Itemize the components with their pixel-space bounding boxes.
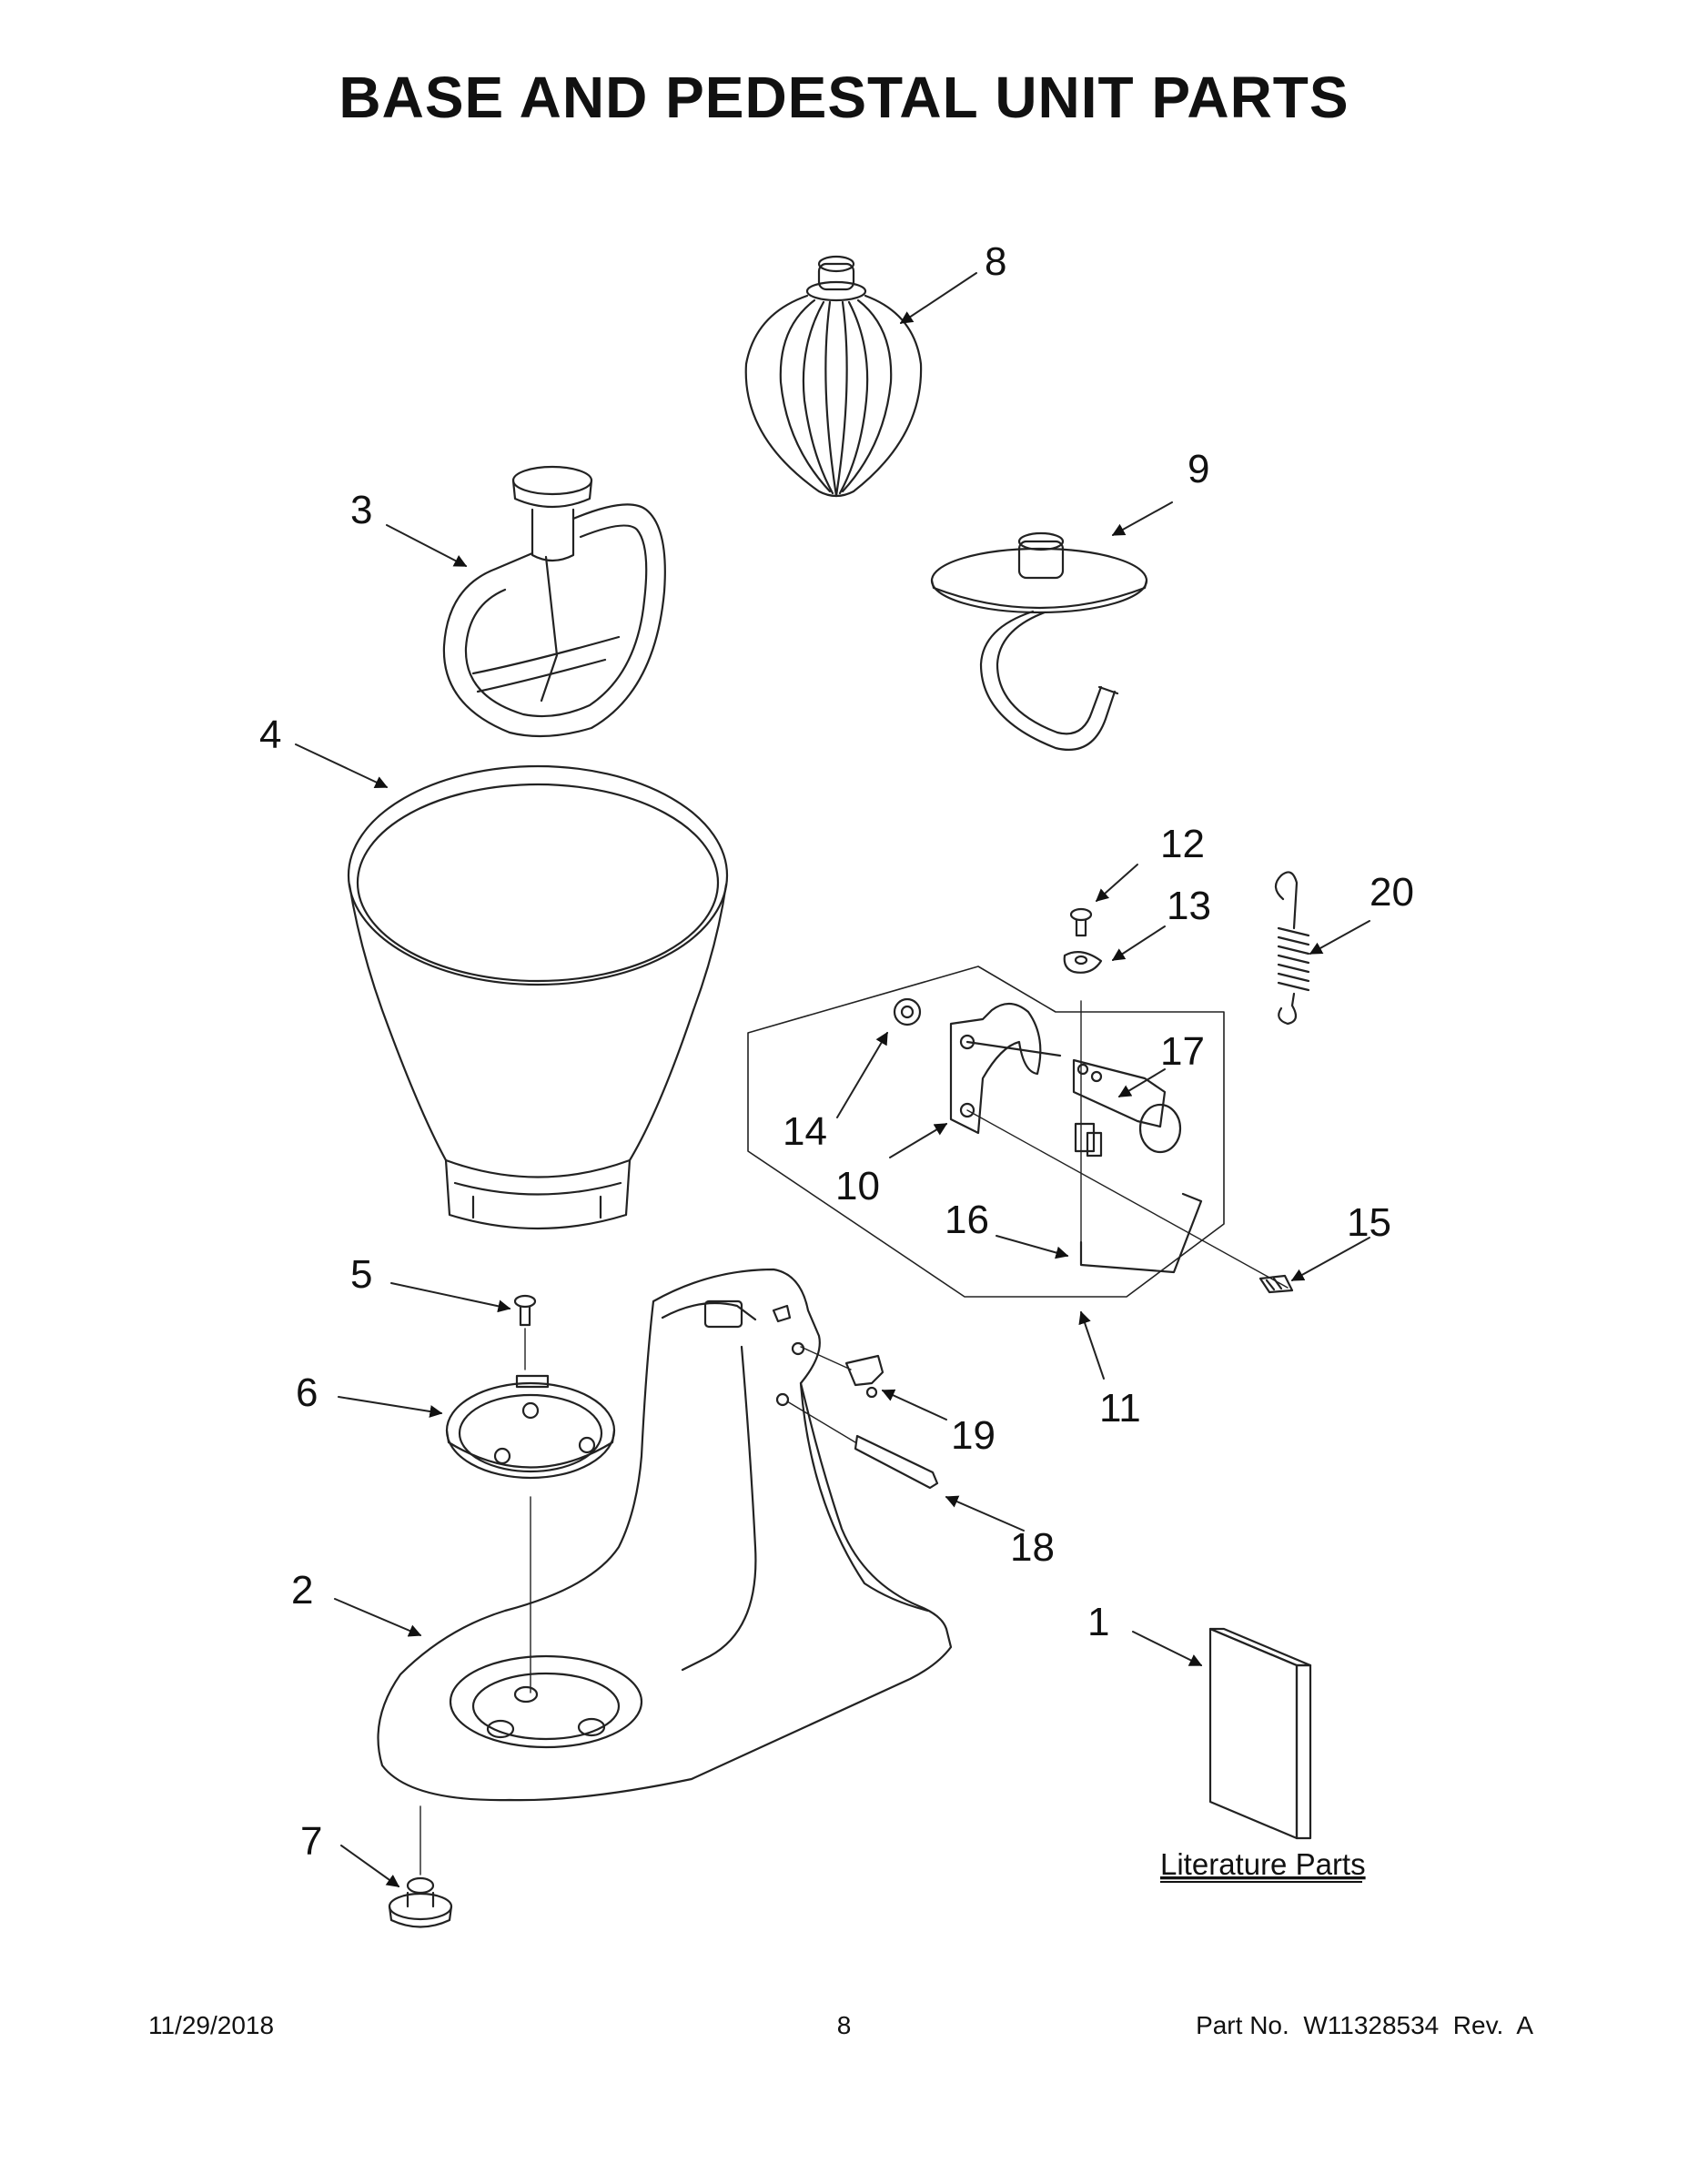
callout-2: 2 bbox=[291, 1568, 313, 1613]
callout-1: 1 bbox=[1087, 1600, 1109, 1644]
washer-13-part bbox=[1065, 952, 1101, 973]
callout-11: 11 bbox=[1099, 1386, 1141, 1431]
spring-20-part bbox=[1276, 872, 1309, 1024]
callout-10: 10 bbox=[835, 1164, 880, 1208]
footer-part-number: Part No. W11328534 Rev. A bbox=[1196, 2011, 1533, 2039]
callout-5: 5 bbox=[350, 1252, 372, 1297]
pedestal-base-part bbox=[379, 1269, 952, 1875]
arrow-12 bbox=[1095, 864, 1138, 902]
bowl-clamping-plate-part bbox=[447, 1376, 614, 1693]
arrow-13 bbox=[1111, 925, 1166, 961]
mixing-bowl-part bbox=[349, 766, 727, 1228]
callout-8: 8 bbox=[985, 239, 1006, 284]
arrow-8 bbox=[899, 272, 977, 324]
arrow-18 bbox=[945, 1495, 1025, 1532]
wire-whip-part bbox=[746, 257, 921, 496]
screw-12-part bbox=[1071, 909, 1091, 935]
literature-booklet-part bbox=[1210, 1629, 1310, 1838]
footer-date: 11/29/2018 bbox=[148, 2011, 275, 2039]
page-title: BASE AND PEDESTAL UNIT PARTS bbox=[339, 65, 1349, 130]
arrow-1 bbox=[1132, 1631, 1203, 1666]
arrow-7 bbox=[340, 1845, 400, 1887]
callout-6: 6 bbox=[296, 1370, 318, 1415]
dough-hook-part bbox=[932, 533, 1147, 750]
arrow-15 bbox=[1290, 1237, 1370, 1281]
arrow-19 bbox=[881, 1389, 947, 1421]
arrow-20 bbox=[1309, 920, 1370, 955]
literature-parts-label: Literature Parts bbox=[1160, 1847, 1366, 1881]
arrow-4 bbox=[295, 743, 389, 788]
flat-beater-part bbox=[444, 467, 665, 736]
bracket-assembly-group bbox=[748, 966, 1288, 1297]
arrow-6 bbox=[338, 1396, 443, 1418]
callout-3: 3 bbox=[350, 488, 372, 532]
callout-20: 20 bbox=[1370, 870, 1414, 915]
arrow-3 bbox=[386, 524, 468, 567]
screw-5-part bbox=[515, 1296, 535, 1370]
callout-7: 7 bbox=[300, 1819, 322, 1864]
callout-labels: 8 9 3 4 12 13 20 17 14 10 16 15 11 5 6 1… bbox=[259, 239, 1414, 1883]
callout-15: 15 bbox=[1347, 1200, 1391, 1245]
arrow-9 bbox=[1111, 501, 1173, 536]
latch-19-part bbox=[846, 1356, 883, 1397]
pin-15-part bbox=[1260, 1276, 1292, 1292]
arrow-11 bbox=[1078, 1310, 1105, 1380]
callout-17: 17 bbox=[1160, 1029, 1205, 1074]
arrow-2 bbox=[334, 1598, 422, 1637]
footer-page-number: 8 bbox=[836, 2011, 852, 2039]
callout-16: 16 bbox=[945, 1198, 989, 1242]
callout-19: 19 bbox=[951, 1413, 996, 1458]
arrow-16 bbox=[996, 1235, 1069, 1259]
callout-14: 14 bbox=[783, 1109, 827, 1154]
arrow-14 bbox=[836, 1031, 888, 1118]
callout-arrows bbox=[295, 272, 1370, 1887]
callout-4: 4 bbox=[259, 713, 281, 757]
arrow-10 bbox=[889, 1123, 948, 1158]
callout-9: 9 bbox=[1188, 447, 1209, 491]
hinge-pin-18-part bbox=[855, 1436, 937, 1488]
callout-13: 13 bbox=[1167, 884, 1211, 928]
callout-18: 18 bbox=[1010, 1525, 1055, 1570]
callout-12: 12 bbox=[1160, 822, 1205, 866]
foot-7-part bbox=[389, 1878, 451, 1927]
arrow-5 bbox=[390, 1282, 511, 1313]
arrow-17 bbox=[1117, 1068, 1166, 1097]
